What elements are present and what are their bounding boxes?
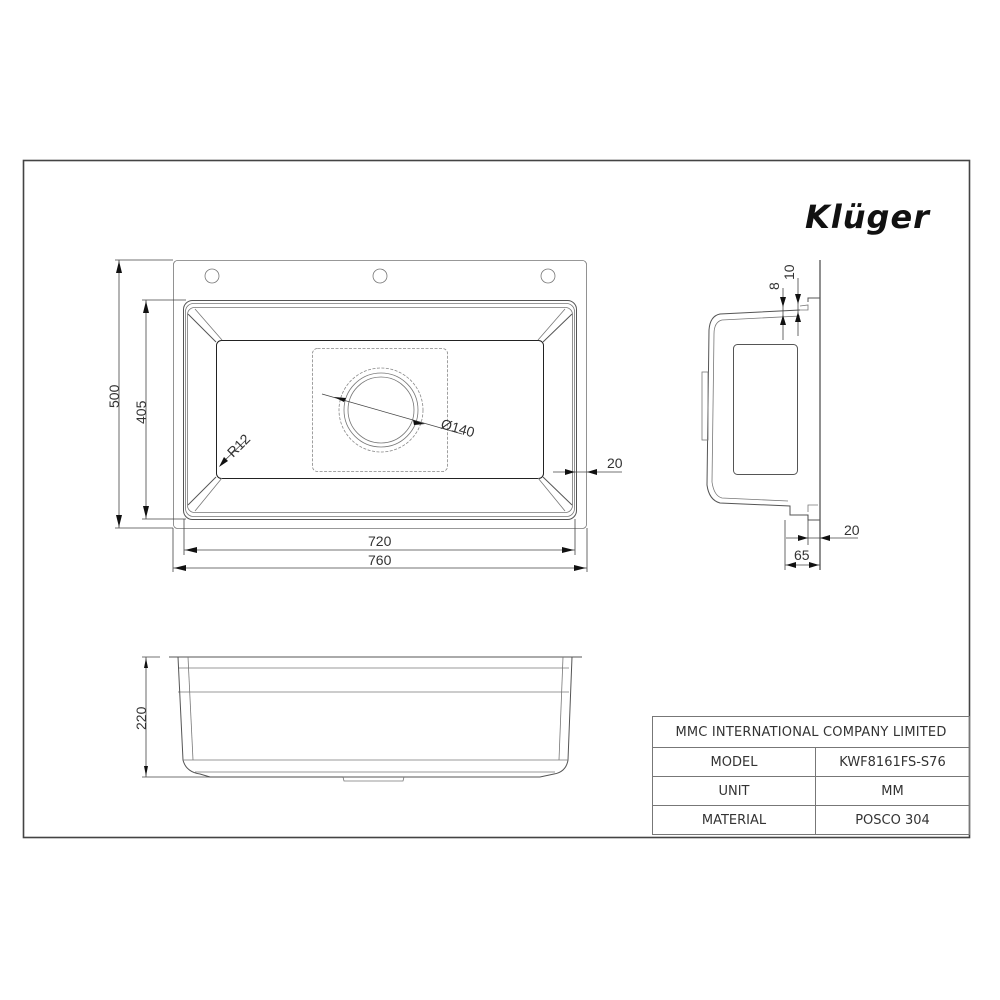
- tap-hole-right: [540, 268, 556, 284]
- dim-overall-height: 500: [106, 384, 122, 408]
- unit-value: MM: [815, 776, 970, 806]
- title-row-material: MATERIAL POSCO 304: [652, 805, 970, 835]
- dim-corner-radius: R12: [224, 430, 254, 460]
- drawing-frame: [22, 159, 971, 839]
- dim-rim-offset: 20: [607, 455, 623, 471]
- model-value: KWF8161FS-S76: [815, 747, 970, 777]
- front-view: 220: [133, 656, 582, 782]
- dim-overall-width: 760: [368, 552, 392, 568]
- material-label: MATERIAL: [652, 805, 816, 835]
- dim-bowl-height: 405: [133, 400, 149, 424]
- dim-flange-step: 10: [781, 264, 797, 280]
- material-value: POSCO 304: [815, 805, 970, 835]
- title-block: MMC INTERNATIONAL COMPANY LIMITED MODEL …: [652, 716, 970, 835]
- dim-bowl-width: 720: [368, 533, 392, 549]
- dim-depth: 220: [133, 706, 149, 730]
- brand-logo: Klüger: [805, 198, 931, 236]
- side-view: 8 10 20 65: [701, 260, 860, 570]
- top-view: Ø140 R12 500 405 720 760: [106, 259, 623, 572]
- dim-flange-depth: 65: [794, 547, 810, 563]
- unit-label: UNIT: [652, 776, 816, 806]
- dim-flange-thickness: 8: [766, 282, 782, 290]
- company-name: MMC INTERNATIONAL COMPANY LIMITED: [652, 716, 970, 748]
- tap-hole-center: [372, 268, 388, 284]
- title-row-unit: UNIT MM: [652, 776, 970, 806]
- tap-hole-left: [204, 268, 220, 284]
- title-row-model: MODEL KWF8161FS-S76: [652, 747, 970, 777]
- model-label: MODEL: [652, 747, 816, 777]
- dim-lip: 20: [844, 522, 860, 538]
- dim-drain-diameter: Ø140: [439, 416, 477, 441]
